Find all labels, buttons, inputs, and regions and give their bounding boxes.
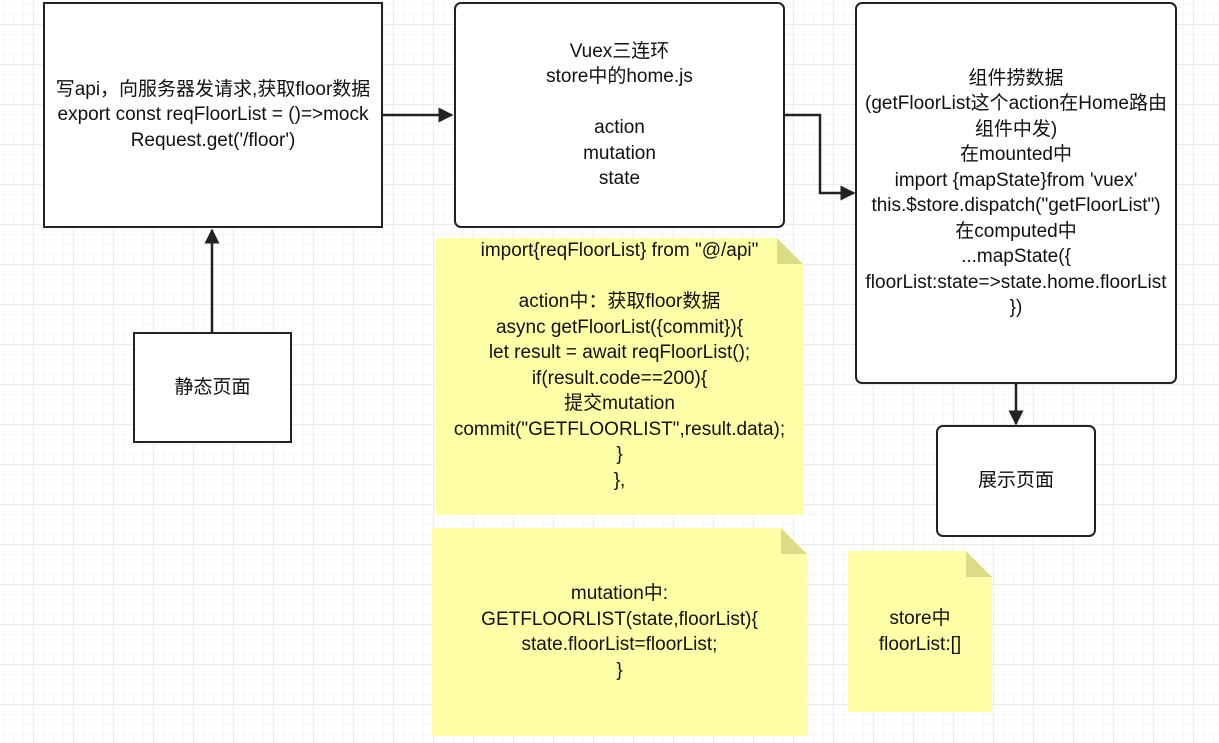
display-page-node: 展示页面 xyxy=(936,425,1096,537)
static-page-text: 静态页面 xyxy=(174,376,251,398)
action-note-text: import{reqFloorList} from "@/api" action… xyxy=(453,240,786,491)
store-note-text: store中 floorList:[] xyxy=(878,608,962,655)
api-node: 写api，向服务器发请求,获取floor数据 export const reqF… xyxy=(43,2,383,228)
vuex-node: Vuex三连环 store中的home.js action mutation s… xyxy=(454,2,785,228)
component-node: 组件捞数据 (getFloorList这个action在Home路由组件中发) … xyxy=(855,2,1177,384)
arrow-vuex-to-component xyxy=(784,113,856,201)
display-page-text: 展示页面 xyxy=(977,470,1054,492)
component-node-text: 组件捞数据 (getFloorList这个action在Home路由组件中发) … xyxy=(865,67,1167,319)
mutation-note: mutation中: GETFLOORLIST(state,floorList)… xyxy=(432,528,807,736)
mutation-note-text: mutation中: GETFLOORLIST(state,floorList)… xyxy=(481,583,758,681)
action-note: import{reqFloorList} from "@/api" action… xyxy=(436,238,803,515)
api-node-text: 写api，向服务器发请求,获取floor数据 export const reqF… xyxy=(55,78,371,151)
store-note: store中 floorList:[] xyxy=(848,551,992,712)
vuex-node-text: Vuex三连环 store中的home.js action mutation s… xyxy=(546,40,693,190)
static-page-node: 静态页面 xyxy=(133,332,292,443)
